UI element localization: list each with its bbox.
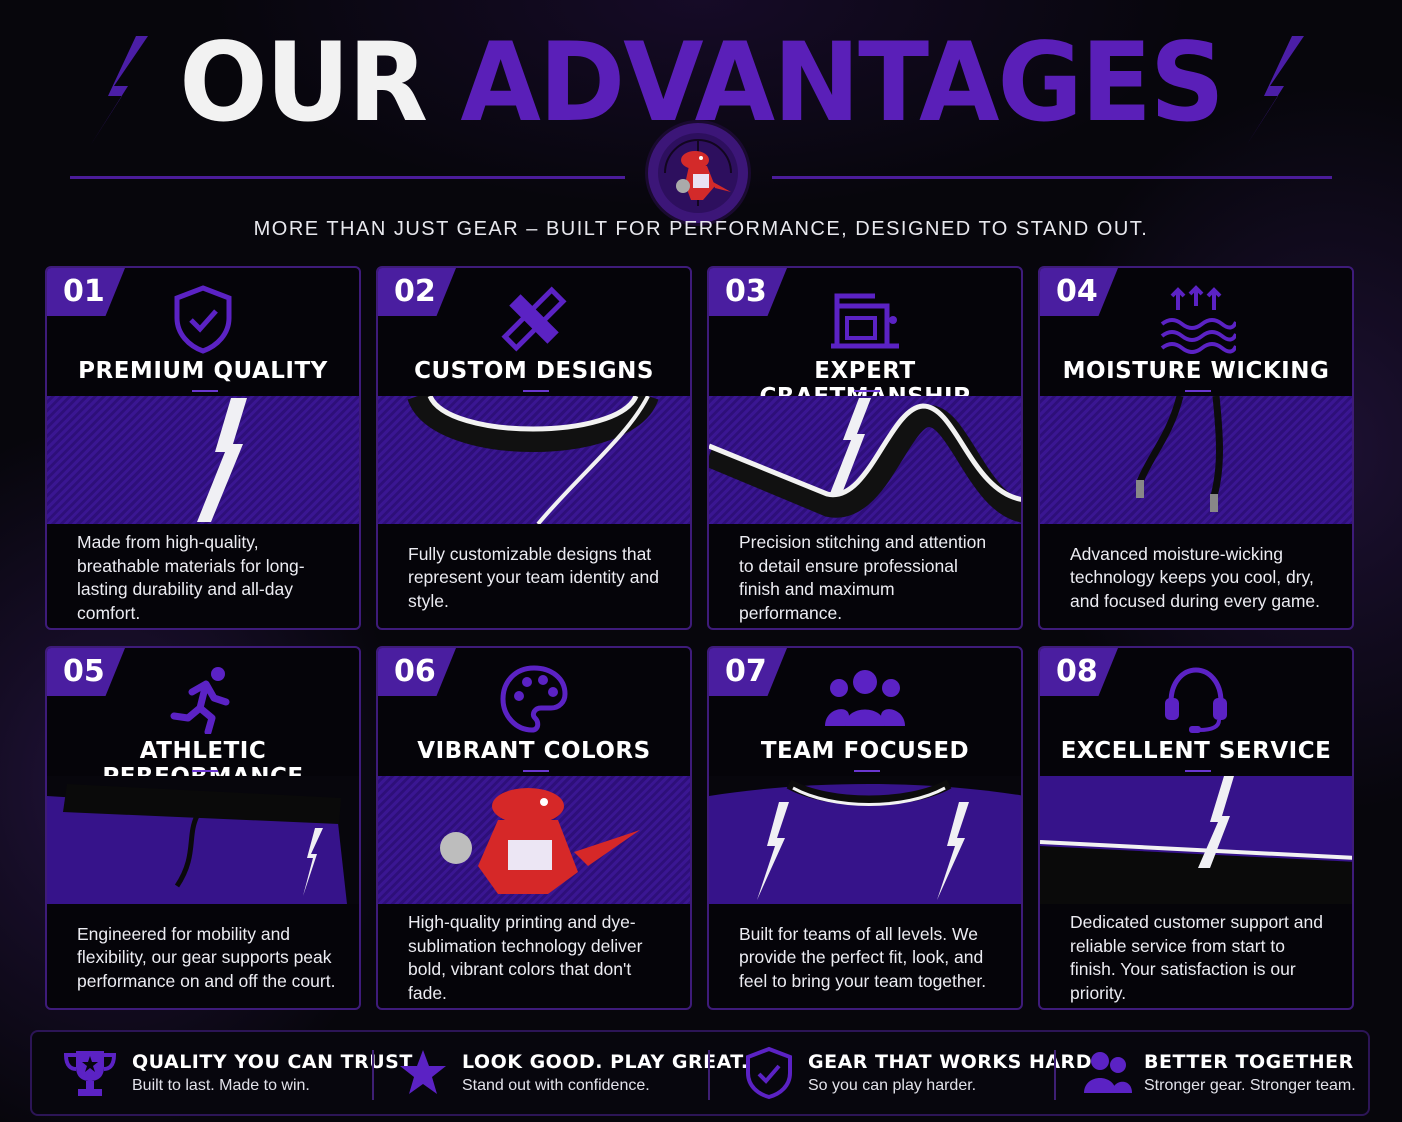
card-description: Made from high-quality, breathable mater… [77,532,305,623]
title-underline [523,770,549,772]
lightning-bolt-icon [1246,36,1304,146]
card-number: 03 [709,268,787,316]
team-logo [645,120,751,226]
footer-item-subtitle: Stronger gear. Stronger team. [1144,1077,1356,1094]
card-description: Engineered for mobility and flexibility,… [77,923,336,991]
advantage-card-team-focused: 07 TEAM FOCUSED Built for teams of all l… [707,646,1023,1010]
advantage-card-expert-craftmanship: 03 EXPERT CRAFTMANSHIP Precision stitchi… [707,266,1023,630]
group-icon [1084,1052,1132,1093]
shield-check-icon [174,285,232,354]
advantage-card-athletic-performance: 05 ATHLETIC PERFORMANCE Engineered for m… [45,646,361,1010]
title-underline [854,770,880,772]
team-group-icon [825,670,905,726]
card-title: EXCELLENT SERVICE [1060,738,1332,764]
page-title: OUR ADVANTAGES [0,19,1402,145]
pencil-ruler-icon [501,286,567,352]
advantage-card-custom-designs: 02 CUSTOM DESIGNS Fully customizable des… [376,266,692,630]
moisture-waves-icon [1160,285,1236,354]
title-underline [192,390,218,392]
card-title: TEAM FOCUSED [760,738,970,764]
header-divider-right [772,176,1332,179]
shorts-hem-photo [1040,776,1352,904]
footer-item-title: LOOK GOOD. PLAY GREAT. [462,1051,749,1073]
card-description: High-quality printing and dye-sublimatio… [408,912,643,1003]
footer-item-subtitle: Built to last. Made to win. [132,1077,310,1094]
sewing-machine-icon [831,293,899,349]
jersey-fabric-photo [47,396,359,524]
dinosaur-mascot-icon [658,133,738,213]
card-title: VIBRANT COLORS [417,738,651,764]
advantage-card-premium-quality: 01 PREMIUM QUALITY Made from high-qualit… [45,266,361,630]
title-underline [1185,770,1211,772]
shield-check-icon [746,1046,792,1100]
mascot-print-photo [378,776,690,904]
card-title: MOISTURE WICKING [1062,358,1330,384]
title-underline [854,390,880,392]
lightning-bolt-icon [90,36,148,146]
footer-divider [1054,1050,1056,1100]
card-description: Dedicated customer support and reliable … [1070,912,1323,1003]
title-underline [192,770,218,772]
title-word-advantages: ADVANTAGES [460,17,1224,147]
advantage-card-vibrant-colors: 06 VIBRANT COLORS High-quality printing … [376,646,692,1010]
headset-icon [1165,667,1227,733]
footer-bar: QUALITY YOU CAN TRUST Built to last. Mad… [30,1030,1370,1116]
shorts-waistband-photo [47,776,359,904]
title-underline [1185,390,1211,392]
card-number: 04 [1040,268,1118,316]
shorts-drawstring-photo [1040,395,1352,524]
jersey-front-photo [709,776,1021,904]
card-title: CUSTOM DESIGNS [414,358,654,384]
title-word-our: OUR [179,17,428,147]
advantage-card-moisture-wicking: 04 MOISTURE WICKING Advanced moisture-wi… [1038,266,1354,630]
footer-item-subtitle: Stand out with confidence. [462,1077,650,1094]
footer-divider [372,1050,374,1100]
footer-item-subtitle: So you can play harder. [808,1077,977,1094]
card-description: Built for teams of all levels. We provid… [739,923,987,991]
footer-item-title: GEAR THAT WORKS HARD [808,1051,1092,1073]
header-divider-left [70,176,625,179]
footer-item-gear: GEAR THAT WORKS HARD So you can play har… [744,1032,1092,1114]
palette-icon [500,665,568,733]
footer-item-title: BETTER TOGETHER [1144,1051,1354,1073]
footer-item-quality: QUALITY YOU CAN TRUST Built to last. Mad… [62,1032,413,1114]
card-description: Advanced moisture-wicking technology kee… [1070,543,1321,611]
star-icon [400,1050,446,1094]
trophy-icon [63,1051,117,1096]
card-description: Fully customizable designs that represen… [408,543,659,611]
card-description: Precision stitching and attention to det… [739,532,987,623]
card-number: 08 [1040,648,1118,696]
tagline: MORE THAN JUST GEAR – BUILT FOR PERFORMA… [253,218,1149,240]
jersey-stitching-photo [709,396,1021,524]
jersey-collar-photo [378,391,690,526]
advantage-card-excellent-service: 08 EXCELLENT SERVICE Dedicated customer … [1038,646,1354,1010]
card-title: PREMIUM QUALITY [78,358,328,384]
footer-divider [708,1050,710,1100]
footer-item-together: BETTER TOGETHER Stronger gear. Stronger … [1082,1032,1356,1114]
runner-icon [170,667,230,734]
footer-item-look-good: LOOK GOOD. PLAY GREAT. Stand out with co… [398,1032,749,1114]
footer-item-title: QUALITY YOU CAN TRUST [132,1051,413,1073]
title-underline [523,390,549,392]
